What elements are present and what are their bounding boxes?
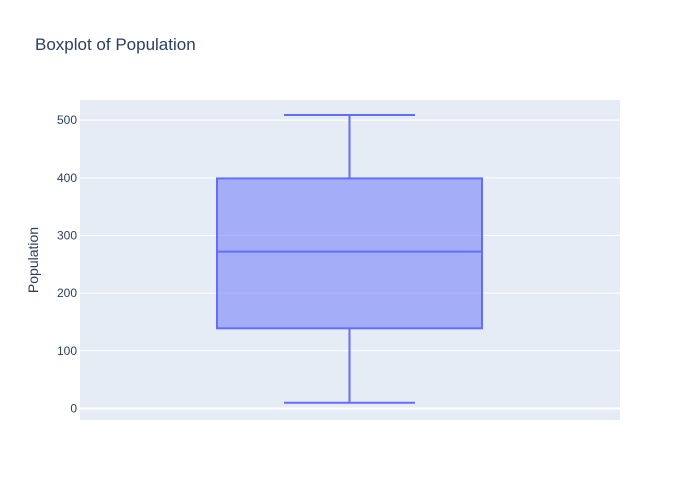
chart-title: Boxplot of Population: [35, 35, 196, 54]
y-tick-label: 0: [70, 401, 77, 415]
y-axis-title: Population: [25, 227, 41, 293]
y-tick-label: 500: [57, 113, 77, 127]
y-tick-label: 400: [57, 171, 77, 185]
y-tick-label: 200: [57, 286, 77, 300]
y-axis-ticks: 0 100 200 300 400 500: [57, 113, 77, 415]
box-series: [216, 113, 483, 404]
y-tick-label: 100: [57, 344, 77, 358]
interquartile-box: [216, 177, 483, 330]
y-tick-label: 300: [57, 228, 77, 242]
